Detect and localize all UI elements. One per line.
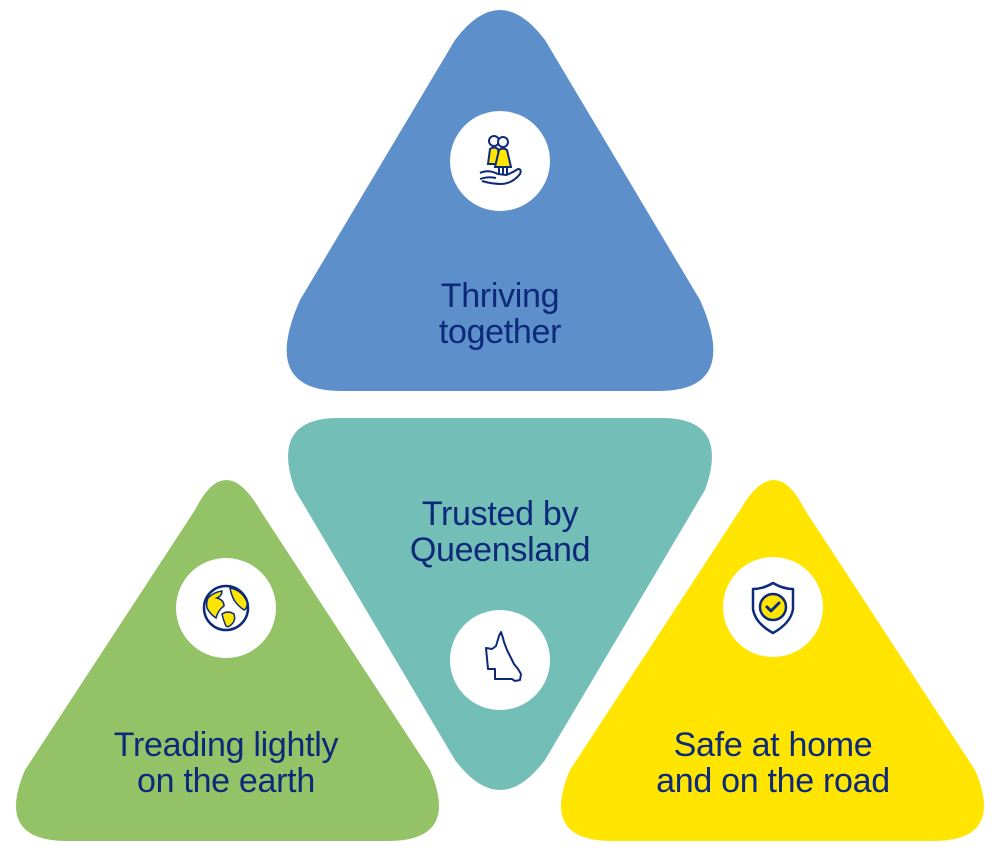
triangle-safe xyxy=(561,480,984,841)
treading-icon-circle xyxy=(176,558,276,658)
trusted-icon-circle xyxy=(450,610,550,710)
queensland-map-icon xyxy=(485,631,522,682)
triangle-trusted xyxy=(288,418,712,790)
treading-line2: on the earth xyxy=(137,762,315,800)
people-in-hand-icon xyxy=(479,135,522,186)
globe-icon xyxy=(202,584,250,632)
thriving-line2: together xyxy=(438,313,562,351)
safe-label: Safe at home and on the road xyxy=(656,727,890,799)
trusted-label: Trusted by Queensland xyxy=(409,495,591,569)
trusted-line1: Trusted by xyxy=(421,495,579,533)
thriving-icon-circle xyxy=(450,111,550,211)
shield-check-icon xyxy=(751,581,795,635)
safe-line2: and on the road xyxy=(656,762,890,800)
treading-line1: Treading lightly xyxy=(113,726,339,764)
safe-icon-circle xyxy=(723,557,823,657)
triangle-treading xyxy=(16,480,439,841)
treading-label: Treading lightly on the earth xyxy=(114,727,339,799)
safe-line1: Safe at home xyxy=(673,726,873,764)
thriving-label: Thriving together xyxy=(438,277,562,351)
thriving-line1: Thriving xyxy=(440,277,560,315)
trusted-line2: Queensland xyxy=(409,531,591,569)
